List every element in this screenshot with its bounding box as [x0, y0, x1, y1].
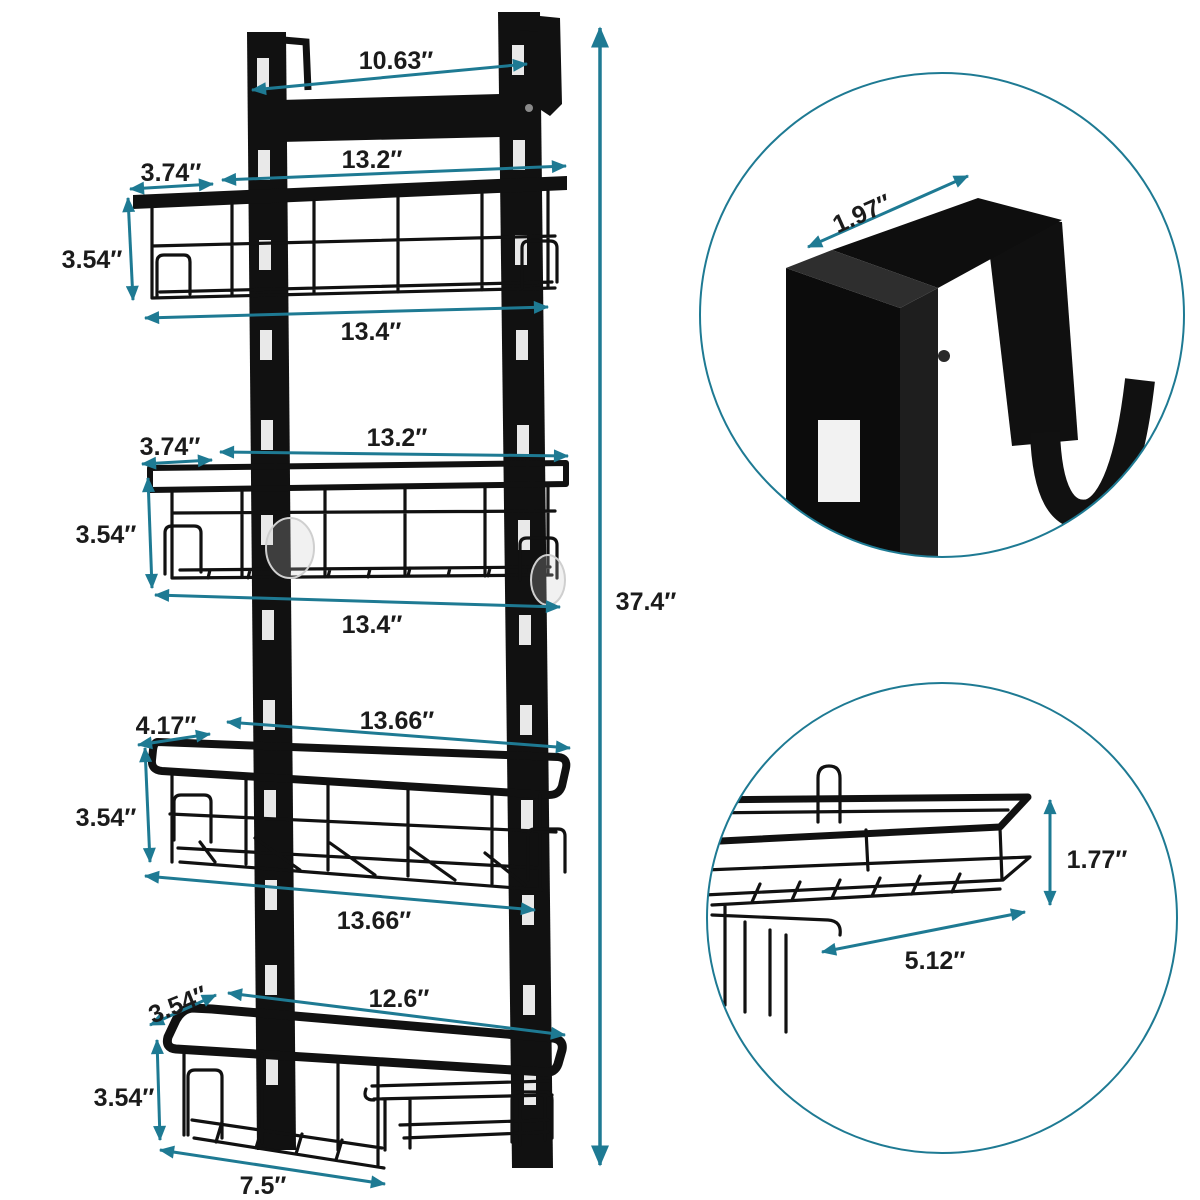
- hook-detail-inset: 1.97″: [699, 72, 1185, 558]
- label-shelf-2-bottom-width: 13.4″: [342, 611, 403, 639]
- hook-side-face: [900, 288, 938, 557]
- basket-3-wires: [168, 770, 558, 892]
- dim-shelf-2-depth: [140, 454, 214, 470]
- basket-2: [147, 460, 569, 606]
- hook-back-upright: [985, 214, 1078, 446]
- dim-shelf-3-height: [139, 746, 156, 864]
- basket-2-handles: [163, 524, 559, 582]
- dim-shelf-3-bottom-width: [143, 870, 537, 916]
- label-basket-detail-depth: 5.12″: [905, 947, 966, 975]
- dim-basket-detail-depth: [820, 908, 1027, 956]
- dim-shelf-2-bottom-width: [153, 588, 562, 614]
- basket-4-left-handle: [186, 1068, 224, 1140]
- dim-shelf-4-bottom-width: [158, 1145, 387, 1189]
- dim-shelf-3-depth: [136, 729, 212, 750]
- label-shelf-4-top-width: 12.6″: [369, 985, 430, 1013]
- basket-detail-image: [707, 764, 1032, 1034]
- basket-detail-border: [706, 682, 1178, 1154]
- dimension-lines: [122, 26, 609, 1189]
- hook-rivet: [938, 350, 950, 362]
- basket-1-handles: [155, 239, 559, 298]
- label-shelf-1-height: 3.54″: [62, 246, 123, 274]
- detail-rim: [707, 793, 1032, 846]
- label-shelf-1-depth: 3.74″: [141, 159, 202, 187]
- label-top-bar-width: 10.63″: [359, 47, 434, 75]
- dim-shelf-4-height: [150, 1038, 167, 1142]
- label-shelf-3-depth: 4.17″: [136, 712, 197, 740]
- detail-hanger-tab: [816, 764, 842, 824]
- suction-cup: [265, 517, 315, 579]
- basket-4-right-handle: [510, 1090, 554, 1144]
- dim-shelf-2-top-width: [218, 445, 570, 463]
- label-shelf-2-height: 3.54″: [76, 521, 137, 549]
- dim-shelf-2-height: [142, 476, 158, 590]
- dim-shelf-1-bottom-width: [143, 300, 550, 325]
- dim-shelf-4-top-width: [226, 988, 567, 1040]
- hook-screw: [525, 104, 533, 112]
- dim-top-bar-width: [250, 58, 529, 96]
- label-shelf-1-top-width: 13.2″: [342, 146, 403, 174]
- detail-wires: [707, 826, 1032, 1034]
- dim-shelf-4-depth: [149, 993, 217, 1027]
- label-shelf-1-bottom-width: 13.4″: [341, 318, 402, 346]
- label-overall-height: 37.4″: [616, 588, 677, 616]
- hook-detail-border: [699, 72, 1185, 558]
- label-shelf-3-height: 3.54″: [76, 804, 137, 832]
- basket-detail-inset: 1.77″ 5.12″: [706, 682, 1178, 1154]
- suction-cup: [530, 554, 566, 606]
- detail-rim-inner: [707, 808, 1010, 815]
- hook-slot: [818, 420, 860, 502]
- dim-shelf-1-height: [122, 196, 139, 302]
- label-shelf-4-height: 3.54″: [94, 1084, 155, 1112]
- dim-hook-width: [807, 174, 969, 249]
- label-shelf-3-top-width: 13.66″: [360, 707, 435, 735]
- door-hook-right: [520, 14, 562, 116]
- top-crossbar: [280, 94, 500, 142]
- dim-shelf-1-top-width: [220, 160, 568, 186]
- label-basket-detail-height: 1.77″: [1067, 846, 1128, 874]
- basket-2-wires: [170, 483, 557, 580]
- dim-shelf-1-depth: [128, 178, 215, 195]
- label-shelf-2-depth: 3.74″: [140, 433, 201, 461]
- hook-top-face: [786, 250, 938, 308]
- dim-shelf-3-top-width: [225, 716, 572, 754]
- basket-4-right-compartment: [363, 1079, 554, 1152]
- label-shelf-2-top-width: 13.2″: [367, 424, 428, 452]
- basket-3-handles: [172, 793, 567, 882]
- label-shelf-3-bottom-width: 13.66″: [337, 907, 412, 935]
- label-shelf-4-bottom-width: 7.5″: [240, 1172, 287, 1200]
